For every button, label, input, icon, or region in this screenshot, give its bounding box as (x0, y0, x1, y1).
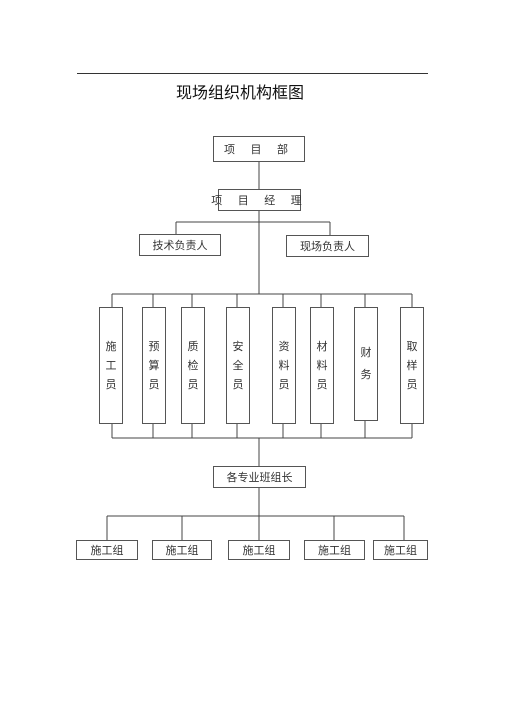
staff-box-safety: 安 全 员 (226, 307, 250, 424)
staff-char: 料 (278, 359, 290, 372)
staff-box-construction: 施 工 员 (99, 307, 123, 424)
project-department-box: 项 目 部 (213, 136, 305, 162)
team-leaders-box: 各专业班组长 (213, 466, 306, 488)
staff-box-documents: 资 料 员 (272, 307, 296, 424)
staff-char: 资 (278, 340, 290, 353)
staff-char: 预 (148, 340, 160, 353)
staff-char: 工 (105, 359, 117, 372)
header-rule (77, 73, 428, 74)
staff-box-materials: 材 料 员 (310, 307, 334, 424)
staff-box-sampling: 取 样 员 (400, 307, 424, 424)
staff-char: 检 (187, 359, 199, 372)
staff-char: 员 (232, 378, 244, 391)
staff-char: 员 (278, 378, 290, 391)
staff-char: 取 (406, 340, 418, 353)
staff-char: 质 (187, 340, 199, 353)
staff-char: 料 (316, 359, 328, 372)
group-box: 施工组 (152, 540, 212, 560)
site-lead-box: 现场负责人 (286, 235, 369, 257)
project-manager-box: 项 目 经 理 (211, 189, 302, 211)
group-box: 施工组 (304, 540, 365, 560)
staff-char: 安 (232, 340, 244, 353)
staff-box-finance: 财 务 (354, 307, 378, 421)
staff-char: 算 (148, 359, 160, 372)
staff-box-budget: 预 算 员 (142, 307, 166, 424)
page-title: 现场组织机构框图 (176, 83, 305, 102)
tech-lead-box: 技术负责人 (139, 234, 221, 256)
group-box: 施工组 (373, 540, 428, 560)
staff-char: 员 (187, 378, 199, 391)
staff-char: 员 (316, 378, 328, 391)
staff-char: 财 (360, 346, 372, 359)
group-box: 施工组 (76, 540, 138, 560)
staff-char: 员 (105, 378, 117, 391)
staff-char: 样 (406, 359, 418, 372)
staff-char: 员 (148, 378, 160, 391)
staff-char: 务 (360, 368, 372, 381)
staff-box-quality: 质 检 员 (181, 307, 205, 424)
staff-char: 全 (232, 359, 244, 372)
staff-char: 材 (316, 340, 328, 353)
group-box: 施工组 (228, 540, 290, 560)
staff-char: 施 (105, 340, 117, 353)
staff-char: 员 (406, 378, 418, 391)
